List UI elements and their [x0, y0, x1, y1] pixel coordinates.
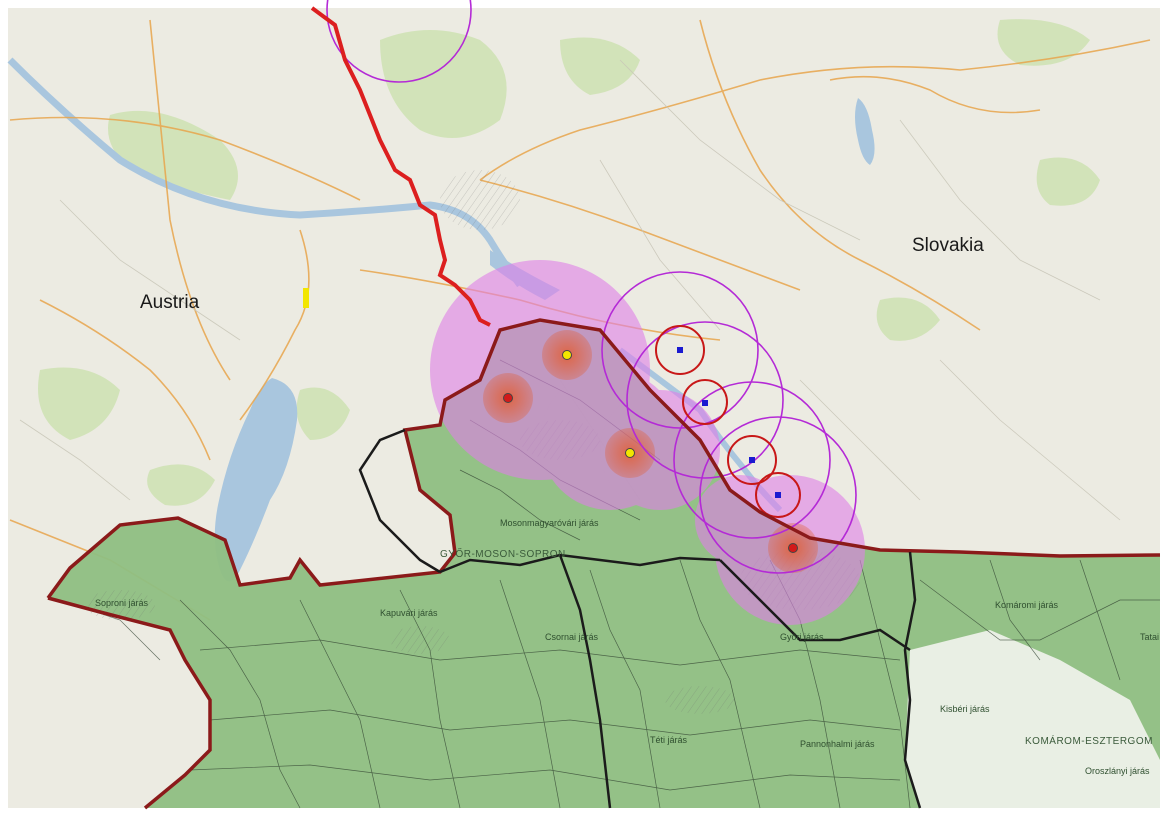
label-mosonmagyarovar: Mosonmagyaróvári járás [500, 518, 599, 528]
label-slovakia: Slovakia [912, 235, 984, 256]
label-austria: Austria [140, 292, 200, 313]
purple-rings [326, 0, 857, 574]
label-komarom: Komáromi járás [995, 600, 1059, 610]
red-marker-2[interactable] [788, 543, 798, 553]
danube-river [7, 57, 523, 288]
label-pannonhalma: Pannonhalmi járás [800, 739, 875, 749]
label-gyor-moson-sopron: GYŐR-MOSON-SOPRON [440, 546, 566, 560]
small-lake [855, 98, 875, 165]
hungary-region-fill [48, 320, 1160, 808]
county-borders [358, 428, 922, 809]
lake-neusiedl [214, 378, 298, 582]
label-kisber: Kisbéri járás [940, 704, 990, 714]
label-sopron: Soproni járás [95, 598, 149, 608]
label-csorna: Csornai járás [545, 632, 599, 642]
label-gyor: Győri járás [780, 632, 824, 642]
border-crossing-marker [303, 288, 309, 308]
label-kapuvar: Kapuvári járás [380, 608, 438, 618]
yellow-marker-2[interactable] [625, 448, 635, 458]
label-teti: Téti járás [650, 735, 688, 745]
label-komarom-esztergom: KOMÁROM-ESZTERGOM [1025, 734, 1153, 747]
hungary-border [46, 318, 1161, 600]
red-rings [655, 325, 801, 518]
site-marker-1[interactable] [677, 347, 683, 353]
pink-buffer-zone [430, 260, 865, 625]
site-marker-4[interactable] [775, 492, 781, 498]
site-marker-2[interactable] [702, 400, 708, 406]
label-oroszlany: Oroszlányi járás [1085, 766, 1150, 776]
site-marker-3[interactable] [749, 457, 755, 463]
komarom-esztergom-area [905, 630, 1160, 808]
red-marker-1[interactable] [503, 393, 513, 403]
forest-areas [38, 19, 1100, 506]
label-tata: Tatai [1140, 632, 1159, 642]
austria-slovakia-border [310, 6, 491, 327]
yellow-marker-1[interactable] [562, 350, 572, 360]
